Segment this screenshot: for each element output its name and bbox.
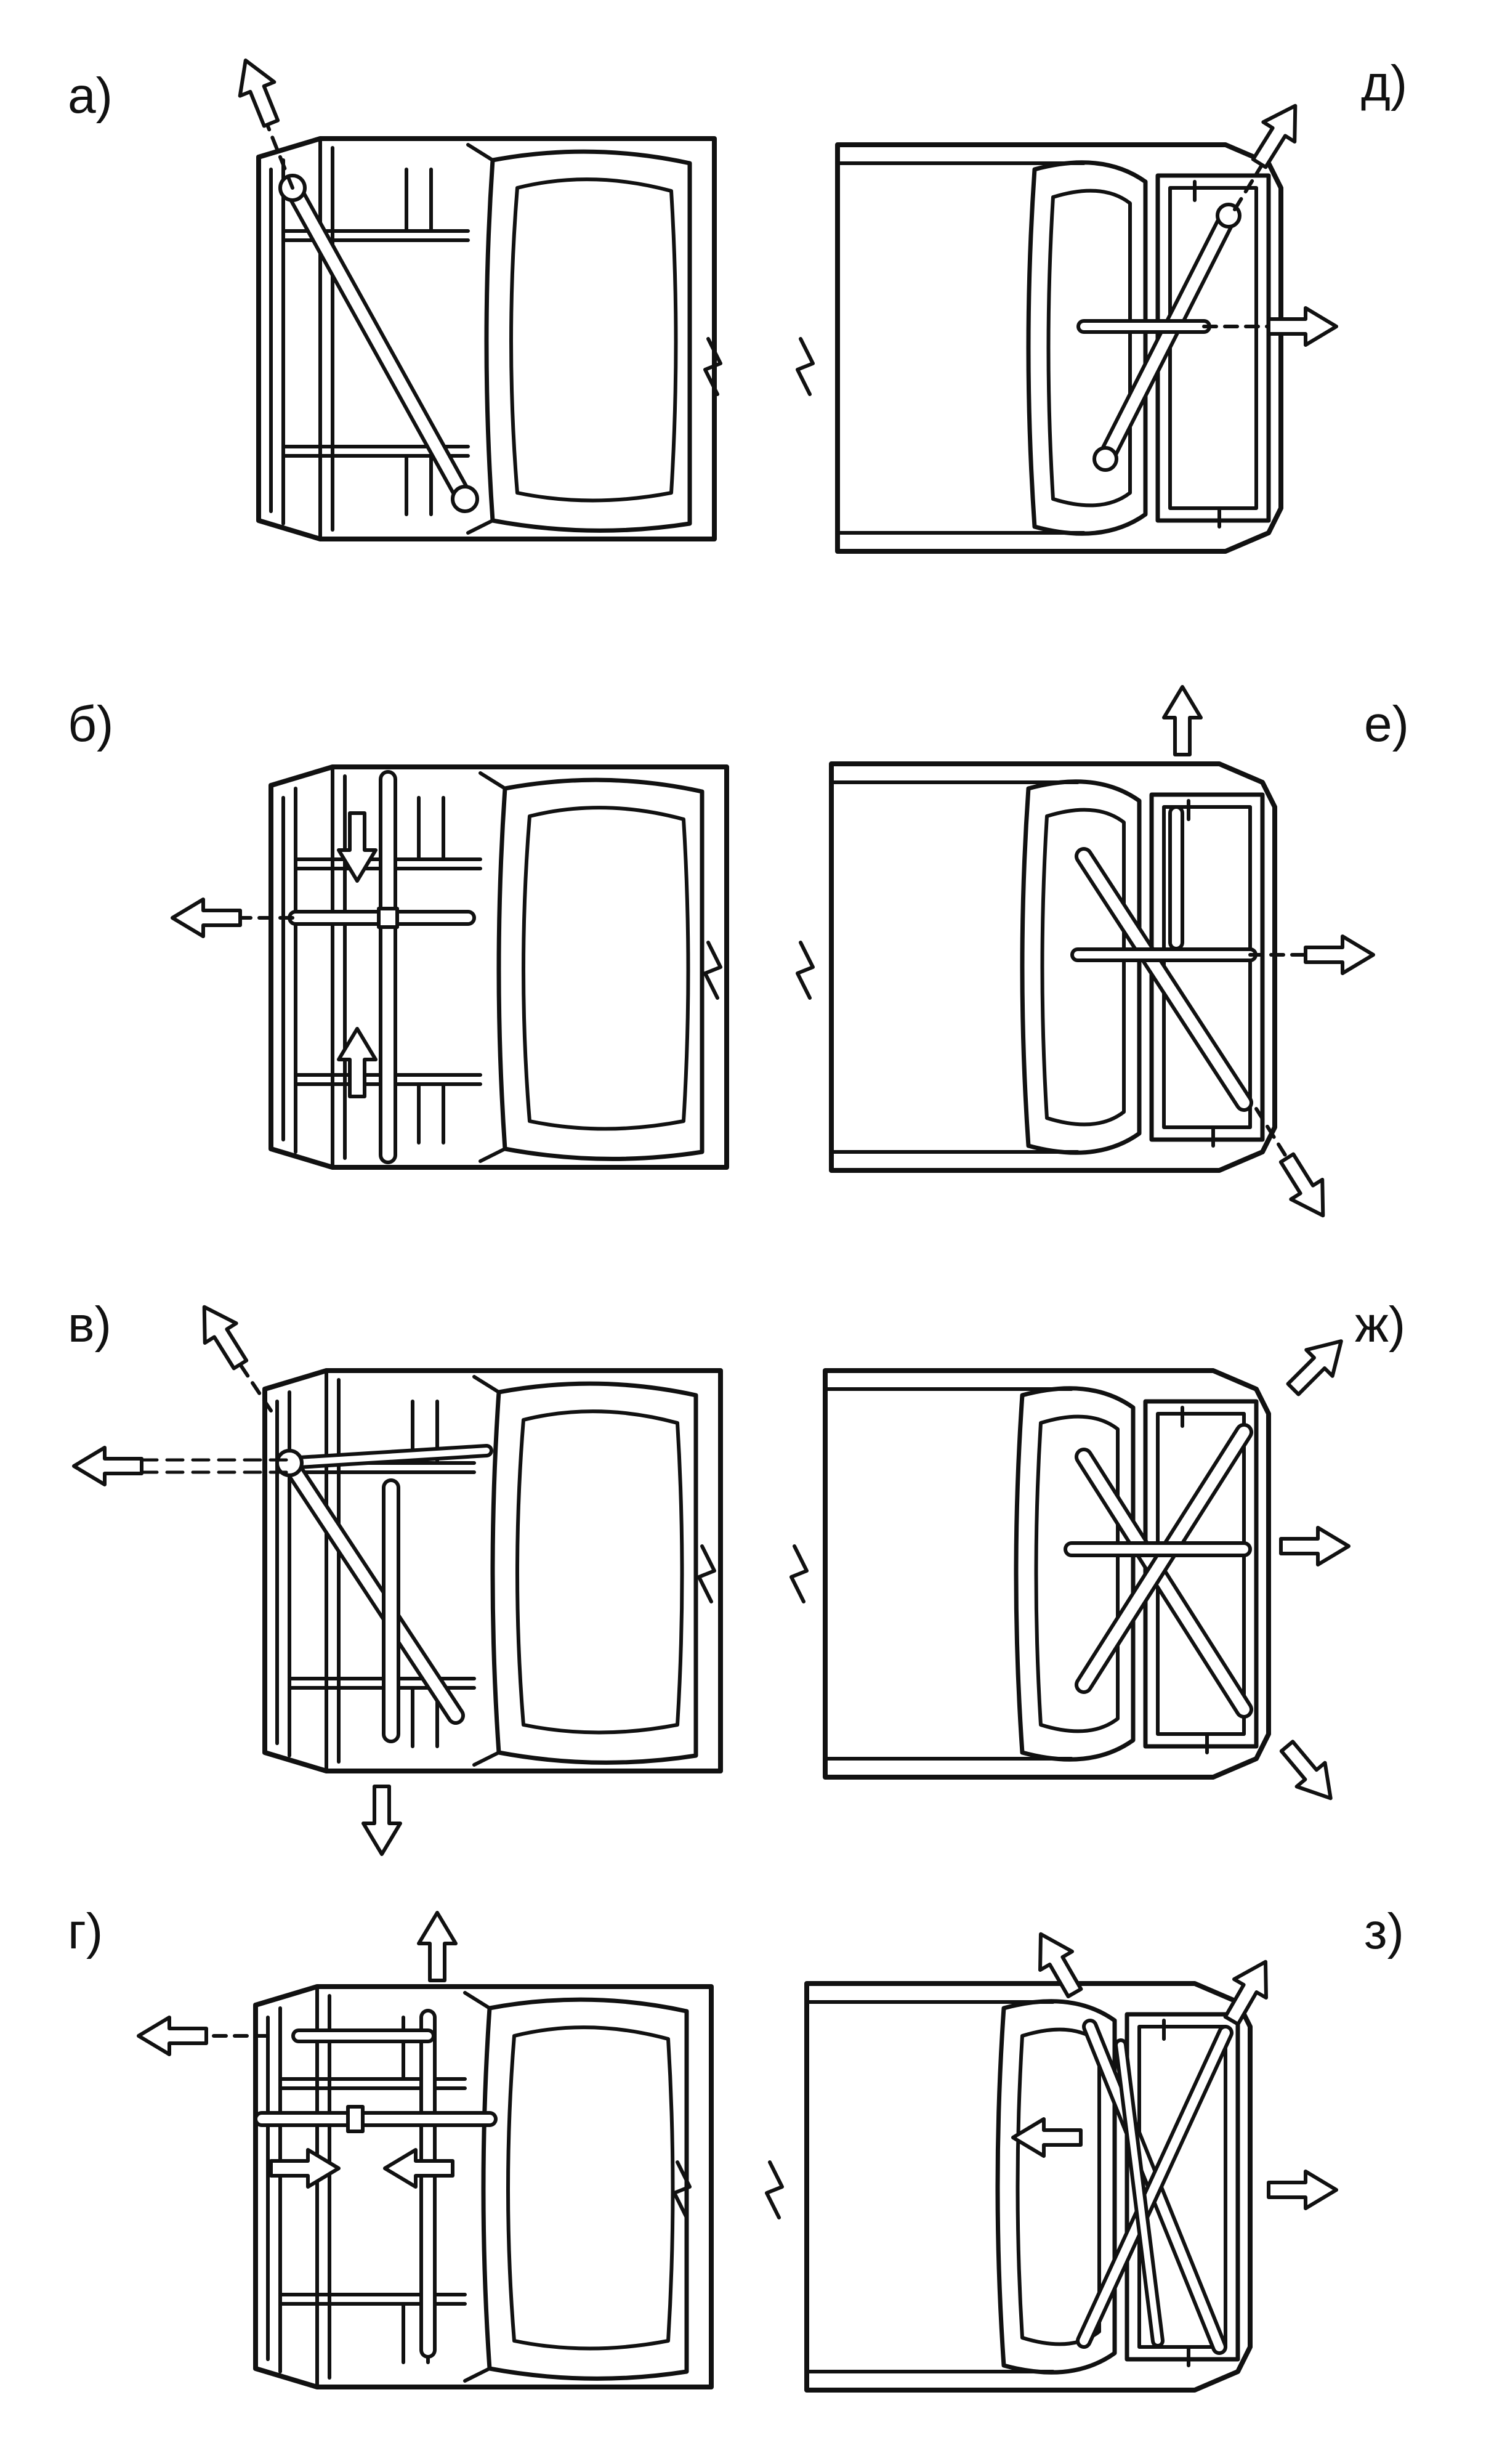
break-line-icon bbox=[703, 941, 722, 1000]
panel-zh-force-arrow-icon bbox=[1281, 1528, 1349, 1565]
panel-a-front-car bbox=[259, 139, 714, 539]
panel-v-force-line bbox=[140, 1458, 288, 1474]
panel-z-force-arrow-icon bbox=[1269, 2171, 1336, 2208]
break-line-icon bbox=[796, 941, 815, 1000]
break-line-icon bbox=[789, 1544, 809, 1603]
panel-zh-rear-car bbox=[825, 1371, 1269, 1777]
panel-g-front-car bbox=[256, 1987, 711, 2387]
panel-label-v: в) bbox=[68, 1297, 111, 1353]
panel-label-a: а) bbox=[68, 68, 113, 124]
panel-z-rear-car bbox=[807, 1984, 1250, 2390]
panel-a-force-arrow-icon bbox=[228, 54, 288, 130]
panel-e-force-arrow-icon bbox=[1272, 1148, 1339, 1225]
panel-label-z: з) bbox=[1364, 1903, 1404, 1959]
panel-z-force-arrow-icon bbox=[1013, 2119, 1081, 2156]
panel-d-force-arrow-icon bbox=[1244, 96, 1311, 173]
panel-z-force-arrow-icon bbox=[1025, 1925, 1091, 2002]
break-line-icon bbox=[765, 2160, 784, 2219]
panel-label-b: б) bbox=[68, 696, 114, 752]
panel-e-rear-car bbox=[831, 764, 1275, 1170]
panel-v-force-arrow-icon bbox=[363, 1786, 400, 1854]
panel-label-zh: ж) bbox=[1355, 1297, 1406, 1353]
panel-label-d: д) bbox=[1361, 55, 1408, 111]
panel-v-force-arrow-icon bbox=[74, 1448, 142, 1485]
break-line-icon bbox=[672, 2160, 692, 2219]
panel-d-rear-car bbox=[838, 145, 1281, 551]
panel-label-g: г) bbox=[68, 1903, 103, 1959]
panel-e-force-arrow-icon bbox=[1306, 936, 1373, 973]
panel-zh-force-arrow-icon bbox=[1273, 1735, 1345, 1810]
panel-g-force-arrow-icon bbox=[419, 1913, 456, 1980]
panel-zh-force-arrow-icon bbox=[1280, 1328, 1354, 1402]
panel-e-force-line bbox=[1254, 1107, 1289, 1160]
panel-b-front-car bbox=[271, 767, 727, 1167]
panel-v-force-arrow-icon bbox=[188, 1297, 256, 1374]
panel-g-force-arrow-icon bbox=[385, 2150, 453, 2187]
panel-label-e: е) bbox=[1364, 696, 1409, 752]
panel-b-force-arrow-icon bbox=[172, 899, 240, 936]
panel-e-force-arrow-icon bbox=[1164, 687, 1201, 755]
break-line-icon bbox=[796, 337, 815, 396]
break-line-icon bbox=[703, 337, 722, 396]
panel-v-front-car bbox=[265, 1371, 721, 1771]
panel-g-force-arrow-icon bbox=[139, 2017, 206, 2054]
break-line-icon bbox=[697, 1544, 716, 1603]
